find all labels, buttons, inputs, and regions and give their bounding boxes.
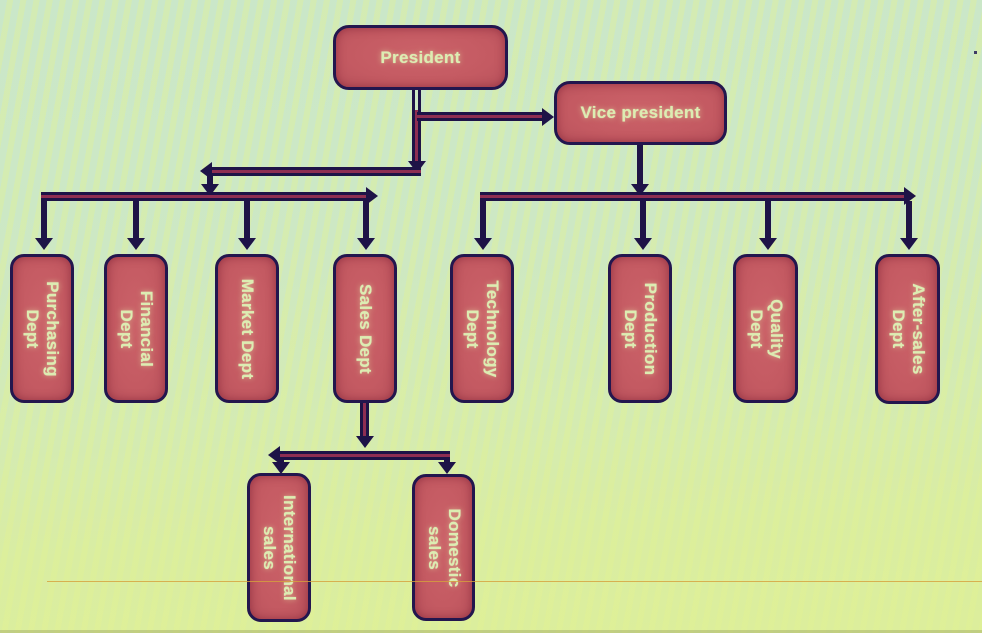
- node-production-dept[interactable]: Production Dept: [608, 254, 672, 403]
- node-international-sales-label: International sales: [260, 494, 299, 601]
- arrowhead-purchasing: [35, 238, 53, 250]
- connector-sales-vertical: [360, 403, 369, 437]
- connector-drop-after-sales: [906, 201, 912, 238]
- connector-drop-production: [640, 201, 646, 238]
- connector-president-vertical-upper: [412, 87, 421, 113]
- node-purchasing-dept-label: Purchasing Dept: [23, 280, 62, 377]
- node-after-sales-dept[interactable]: After-sales Dept: [875, 254, 940, 404]
- connector-president-vertical-lower: [412, 110, 421, 161]
- connector-president-to-vice: [417, 112, 543, 121]
- node-vice-president-label: Vice president: [580, 103, 701, 123]
- node-market-dept-label: Market Dept: [237, 278, 257, 379]
- connector-drop-quality: [765, 201, 771, 238]
- node-financial-dept[interactable]: Financial Dept: [104, 254, 168, 403]
- connector-drop-international: [278, 459, 284, 464]
- arrowhead-technology: [474, 238, 492, 250]
- arrowhead-domestic: [438, 462, 456, 474]
- arrowhead-production: [634, 238, 652, 250]
- node-international-sales[interactable]: International sales: [247, 473, 311, 622]
- node-domestic-sales-label: Domestic sales: [424, 508, 464, 587]
- arrowhead-after-sales: [900, 238, 918, 250]
- arrowhead-into-vice-president: [542, 108, 554, 126]
- connector-drop-market: [244, 201, 250, 238]
- node-sales-dept[interactable]: Sales Dept: [333, 254, 397, 403]
- bottom-edge-strip: [0, 630, 982, 633]
- connector-drop-purchasing: [41, 201, 47, 238]
- node-after-sales-dept-label: After-sales Dept: [888, 283, 928, 375]
- connector-left-elbow-horizontal: [212, 167, 421, 176]
- arrowhead-sales-drop: [356, 436, 374, 448]
- connector-drop-domestic: [444, 459, 450, 464]
- background-accent-line: [47, 581, 982, 582]
- artifact-dot: [974, 51, 977, 54]
- node-technology-dept-label: Technology Dept: [463, 279, 502, 378]
- connector-drop-technology: [480, 201, 486, 238]
- connector-left-elbow-vertical: [207, 176, 213, 185]
- arrowhead-quality: [759, 238, 777, 250]
- connector-drop-sales: [363, 201, 369, 238]
- node-domestic-sales[interactable]: Domestic sales: [412, 474, 475, 621]
- node-market-dept[interactable]: Market Dept: [215, 254, 279, 403]
- arrowhead-international: [272, 462, 290, 474]
- arrowhead-children-rail-left: [268, 446, 280, 464]
- arrowhead-sales: [357, 238, 375, 250]
- node-president-label: President: [380, 47, 461, 67]
- connector-sales-children-rail: [280, 451, 450, 460]
- node-vice-president[interactable]: Vice president: [554, 81, 727, 145]
- node-financial-dept-label: Financial Dept: [117, 290, 156, 367]
- arrowhead-left-rail-end: [366, 187, 378, 205]
- arrowhead-market: [238, 238, 256, 250]
- node-technology-dept[interactable]: Technology Dept: [450, 254, 514, 403]
- node-purchasing-dept[interactable]: Purchasing Dept: [10, 254, 74, 403]
- arrowhead-financial: [127, 238, 145, 250]
- node-quality-dept[interactable]: Quality Dept: [733, 254, 798, 403]
- node-production-dept-label: Production Dept: [621, 282, 660, 375]
- connector-right-rail: [480, 192, 905, 201]
- connector-vice-vertical: [637, 145, 643, 185]
- connector-drop-financial: [133, 201, 139, 238]
- arrowhead-left-elbow: [200, 162, 212, 180]
- node-quality-dept-label: Quality Dept: [746, 298, 786, 359]
- arrowhead-right-rail-end: [904, 187, 916, 205]
- node-president[interactable]: President: [333, 25, 508, 90]
- node-sales-dept-label: Sales Dept: [355, 283, 375, 374]
- connector-left-rail: [41, 192, 367, 201]
